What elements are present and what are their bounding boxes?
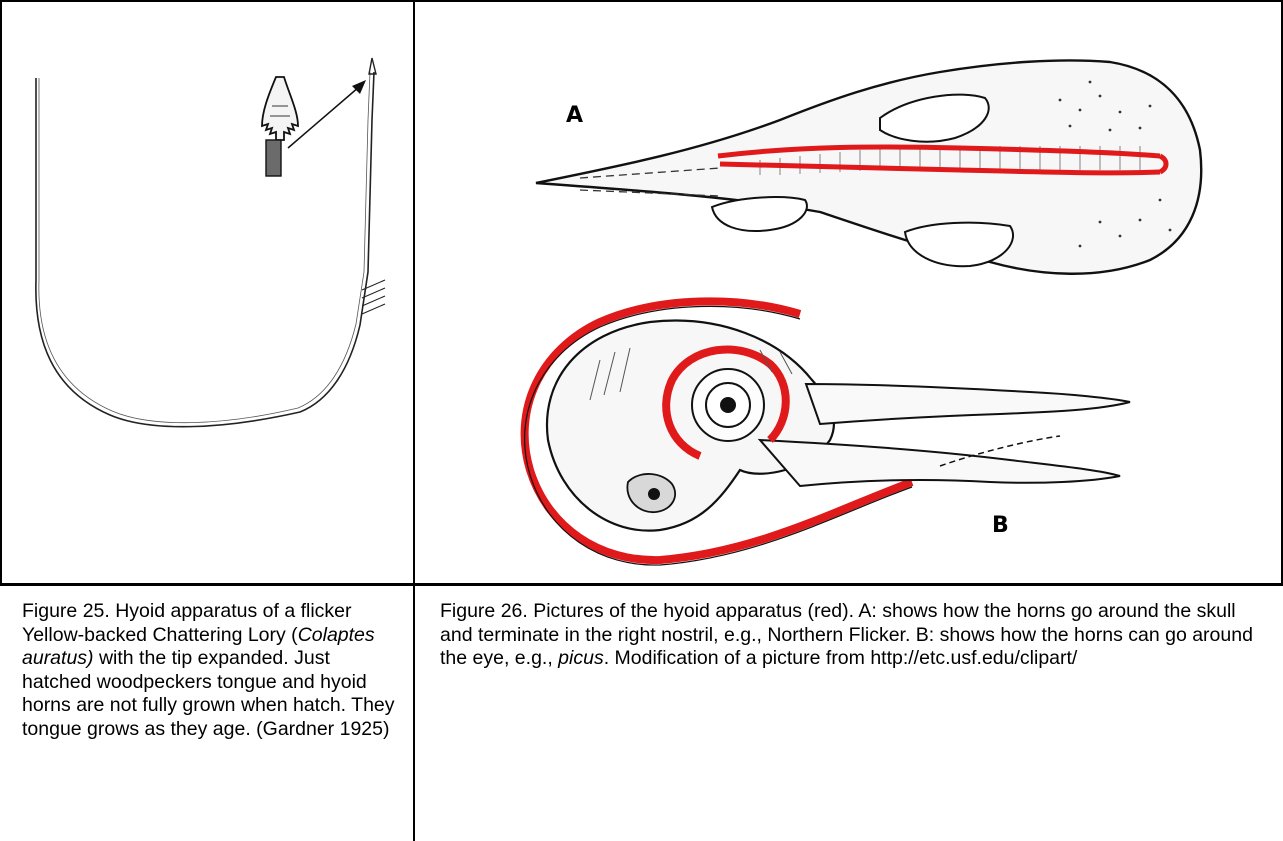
eye-pupil — [720, 397, 736, 413]
hyoid-horn-outer — [36, 72, 374, 427]
expanded-tip-icon — [262, 77, 298, 176]
label-a: A — [566, 103, 583, 128]
hyoid-horn-red-a1 — [718, 147, 1160, 156]
hyoid-horn-inner — [39, 72, 370, 423]
hyoid-tip-small — [369, 58, 376, 74]
figure26-caption-text-run: picus — [558, 647, 604, 669]
hatch-mark — [362, 304, 385, 314]
hatch-mark — [362, 296, 385, 306]
label-b: B — [992, 513, 1009, 538]
figure-25-caption: Figure 25. Hyoid apparatus of a flicker … — [22, 600, 400, 741]
hyoid-horn-red-b-outer — [525, 301, 912, 560]
arrow-line — [288, 87, 359, 148]
skull-a-illustration — [536, 60, 1201, 273]
hyoid-horn-red-b-inner — [666, 349, 786, 456]
eye-ring-outer — [692, 369, 764, 441]
skull-b-illustration — [525, 301, 1130, 565]
figure-25-hyoid-drawing — [0, 0, 414, 584]
hyoid-horn-red-a2 — [720, 164, 1160, 173]
figure26-caption-text-run: . Modification of a picture from http://… — [604, 647, 1078, 669]
figure-26-caption: Figure 26. Pictures of the hyoid apparat… — [440, 600, 1256, 671]
